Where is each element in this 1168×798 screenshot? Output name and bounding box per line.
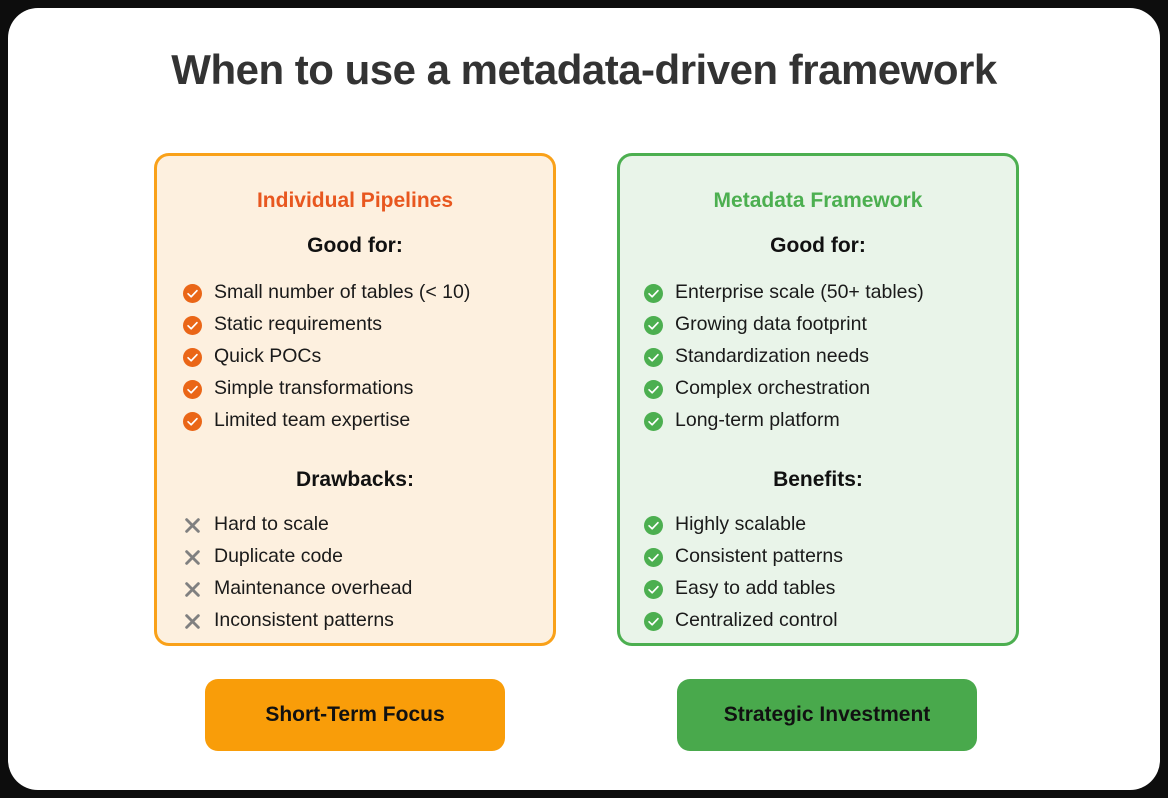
- list-item-label: Limited team expertise: [214, 409, 411, 432]
- list-item: Centralized control: [620, 605, 1016, 637]
- panel-heading-metadata: Metadata Framework: [713, 189, 923, 212]
- list-item: Complex orchestration: [620, 373, 1016, 405]
- x-mark-icon: [183, 612, 202, 631]
- list-item-label: Easy to add tables: [675, 577, 836, 600]
- list-item-label: Enterprise scale (50+ tables): [675, 281, 924, 304]
- x-mark-icon: [183, 580, 202, 599]
- list-good-for-individual: Small number of tables (< 10) Static requ…: [157, 277, 553, 437]
- section-label-drawbacks: Drawbacks:: [296, 468, 414, 491]
- panel-metadata-framework: Metadata Framework Good for: Enterprise …: [617, 153, 1019, 646]
- list-item: Consistent patterns: [620, 541, 1016, 573]
- section-label-benefits: Benefits:: [773, 468, 863, 491]
- list-good-for-metadata: Enterprise scale (50+ tables) Growing dat…: [620, 277, 1016, 437]
- list-item-label: Small number of tables (< 10): [214, 281, 471, 304]
- page-title: When to use a metadata-driven framework: [171, 46, 997, 93]
- list-item-label: Complex orchestration: [675, 377, 871, 400]
- list-item-label: Long-term platform: [675, 409, 840, 432]
- list-item-label: Static requirements: [214, 313, 382, 336]
- x-mark-icon: [183, 516, 202, 535]
- check-circle-icon: [644, 611, 663, 631]
- list-item: Static requirements: [157, 309, 553, 341]
- list-item: Highly scalable: [620, 509, 1016, 541]
- check-circle-icon: [644, 579, 663, 599]
- list-item-label: Highly scalable: [675, 513, 807, 536]
- list-item-label: Centralized control: [675, 609, 838, 632]
- list-item-label: Standardization needs: [675, 345, 870, 368]
- list-item: Quick POCs: [157, 341, 553, 373]
- section-label-good-for-right: Good for:: [770, 234, 866, 257]
- check-circle-icon: [183, 283, 202, 303]
- list-item-label: Duplicate code: [214, 545, 343, 568]
- list-item: Limited team expertise: [157, 405, 553, 437]
- list-item: Inconsistent patterns: [157, 605, 553, 637]
- list-item: Growing data footprint: [620, 309, 1016, 341]
- pill-short-term-focus[interactable]: Short-Term Focus: [205, 679, 505, 751]
- pill-strategic-label: Strategic Investment: [723, 703, 931, 726]
- list-item: Easy to add tables: [620, 573, 1016, 605]
- x-mark-icon: [183, 548, 202, 567]
- list-item-label: Quick POCs: [214, 345, 322, 368]
- check-circle-icon: [644, 515, 663, 535]
- section-label-good-for-left: Good for:: [307, 234, 403, 257]
- list-item-label: Growing data footprint: [675, 313, 867, 336]
- panel-heading-individual: Individual Pipelines: [256, 189, 454, 212]
- list-item-label: Hard to scale: [214, 513, 329, 536]
- check-circle-icon: [644, 283, 663, 303]
- check-circle-icon: [644, 411, 663, 431]
- list-item: Duplicate code: [157, 541, 553, 573]
- check-circle-icon: [644, 315, 663, 335]
- list-item: Enterprise scale (50+ tables): [620, 277, 1016, 309]
- check-circle-icon: [644, 347, 663, 367]
- list-item: Simple transformations: [157, 373, 553, 405]
- list-item-label: Inconsistent patterns: [214, 609, 394, 632]
- content-surface: When to use a metadata-driven framework …: [8, 8, 1160, 790]
- list-item: Maintenance overhead: [157, 573, 553, 605]
- list-item-label: Consistent patterns: [675, 545, 844, 568]
- pill-short-term-label: Short-Term Focus: [265, 703, 445, 726]
- list-item-label: Simple transformations: [214, 377, 414, 400]
- list-item-label: Maintenance overhead: [214, 577, 413, 600]
- check-circle-icon: [644, 379, 663, 399]
- panel-individual-pipelines: Individual Pipelines Good for: Small num…: [154, 153, 556, 646]
- check-circle-icon: [183, 411, 202, 431]
- list-item: Standardization needs: [620, 341, 1016, 373]
- list-item: Long-term platform: [620, 405, 1016, 437]
- check-circle-icon: [183, 347, 202, 367]
- check-circle-icon: [644, 547, 663, 567]
- list-item: Hard to scale: [157, 509, 553, 541]
- list-item: Small number of tables (< 10): [157, 277, 553, 309]
- check-circle-icon: [183, 315, 202, 335]
- check-circle-icon: [183, 379, 202, 399]
- pill-strategic-investment[interactable]: Strategic Investment: [677, 679, 977, 751]
